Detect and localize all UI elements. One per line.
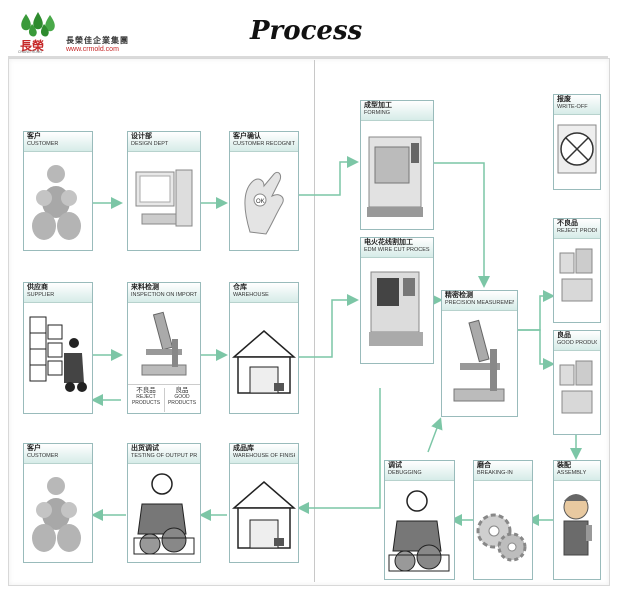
microscope-icon <box>453 319 505 402</box>
inspection-good: 良品 GOOD PRODUCTS <box>164 387 200 406</box>
step-customer-en: CUSTOMER <box>27 141 59 147</box>
step-assembly-cn: 装配 <box>557 462 571 469</box>
logo-company: 長榮佳企業集團 <box>66 36 129 45</box>
step-testing-cn: 出货调试 <box>131 445 159 452</box>
step-design-cn: 设计部 <box>131 133 152 140</box>
step-warehouse-en: WAREHOUSE <box>233 292 269 298</box>
worker-icon <box>563 494 592 556</box>
inspection-reject: 不良品 REJECT PRODUCTS <box>128 387 165 412</box>
step-supplier-en: SUPPLIER <box>27 292 55 298</box>
forklift-icon <box>29 316 87 392</box>
step-finished-en: WAREHOUSE OF FINISHED PRODUCTS <box>233 453 295 459</box>
cnc-machine-icon <box>367 136 423 217</box>
step-breaking-en: BREAKING-IN <box>477 470 513 476</box>
step-breaking-cn: 磨合 <box>477 462 491 469</box>
step-supplier-cn: 供应商 <box>27 284 48 291</box>
mechanic-icon <box>388 490 450 572</box>
step-writeoff-en: WRITE-OFF <box>557 104 588 110</box>
mold-parts-icon <box>559 248 593 302</box>
step-testing-en: TESTING OF OUTPUT PRODUCTS <box>131 453 197 459</box>
step-assembly-en: ASSEMBLY <box>557 470 587 476</box>
reject-x-icon <box>557 124 597 174</box>
step-inspection-en: INSPECTION ON IMPORTED MATERIALS <box>131 292 197 298</box>
computer-icon <box>135 169 193 227</box>
logo-mark-icon <box>21 12 55 37</box>
step-inspection-cn: 来料检测 <box>131 284 159 291</box>
step-warehouse-cn: 仓库 <box>233 284 247 291</box>
svg-text:OK: OK <box>256 199 265 205</box>
mold-parts-icon <box>559 360 593 414</box>
inspection-good-en: GOOD PRODUCTS <box>167 394 197 406</box>
step-forming-en: FORMING <box>364 110 390 116</box>
inspection-reject-cn: 不良品 <box>136 387 156 394</box>
company-logo: 長榮 CHANG RONG 長榮佳企業集團 www.crmold.com <box>14 10 164 54</box>
inspection-good-cn: 良品 <box>175 387 189 394</box>
mechanic-icon <box>133 473 195 555</box>
step-reject-cn: 不良品 <box>557 220 578 227</box>
microscope-icon <box>141 311 187 376</box>
people-icon <box>32 165 81 240</box>
step-writeoff-cn: 报废 <box>557 96 571 103</box>
header-rule <box>8 56 608 58</box>
step-edm-cn: 电火花线割加工 <box>364 239 413 246</box>
warehouse-icon <box>231 330 297 394</box>
edm-machine-icon <box>369 271 423 346</box>
logo-brand: 長榮 <box>20 39 45 53</box>
inspection-split: 不良品 REJECT PRODUCTS 良品 GOOD PRODUCTS <box>128 384 200 413</box>
step-customer-final-en: CUSTOMER <box>27 453 59 459</box>
step-debugging-cn: 调试 <box>388 462 402 469</box>
step-reject-en: REJECT PRODUCTS <box>557 228 597 234</box>
step-precision-cn: 精密检测 <box>445 292 473 299</box>
step-customer-final-cn: 客户 <box>27 445 41 452</box>
step-debugging-en: DEBUGGING <box>388 470 422 476</box>
step-confirm-cn: 客户确认 <box>233 133 261 140</box>
diagram-frame <box>8 58 610 586</box>
step-design-en: DESIGN DEPT <box>131 141 169 147</box>
center-divider <box>314 60 315 582</box>
logo-small: CHANG RONG <box>18 50 43 54</box>
people-icon <box>32 477 81 552</box>
inspection-reject-en: REJECT PRODUCTS <box>131 394 161 406</box>
gears-icon <box>476 513 527 562</box>
step-good-en: GOOD PRODUCTS <box>557 340 597 346</box>
step-precision-en: PRECISION MEASUREMENT <box>445 300 514 306</box>
step-good-cn: 良品 <box>557 332 571 339</box>
ok-hand-icon: OK <box>244 171 284 235</box>
logo-url: www.crmold.com <box>66 46 119 53</box>
step-edm-en: EDM WIRE CUT PROCESSING <box>364 247 430 253</box>
warehouse-icon <box>231 481 297 549</box>
step-forming-cn: 成型加工 <box>364 102 392 109</box>
step-finished-cn: 成品库 <box>233 445 254 452</box>
page-title: Process <box>250 16 363 46</box>
step-customer-cn: 客户 <box>27 133 41 140</box>
step-confirm-en: CUSTOMER RECOGNITION <box>233 141 295 147</box>
